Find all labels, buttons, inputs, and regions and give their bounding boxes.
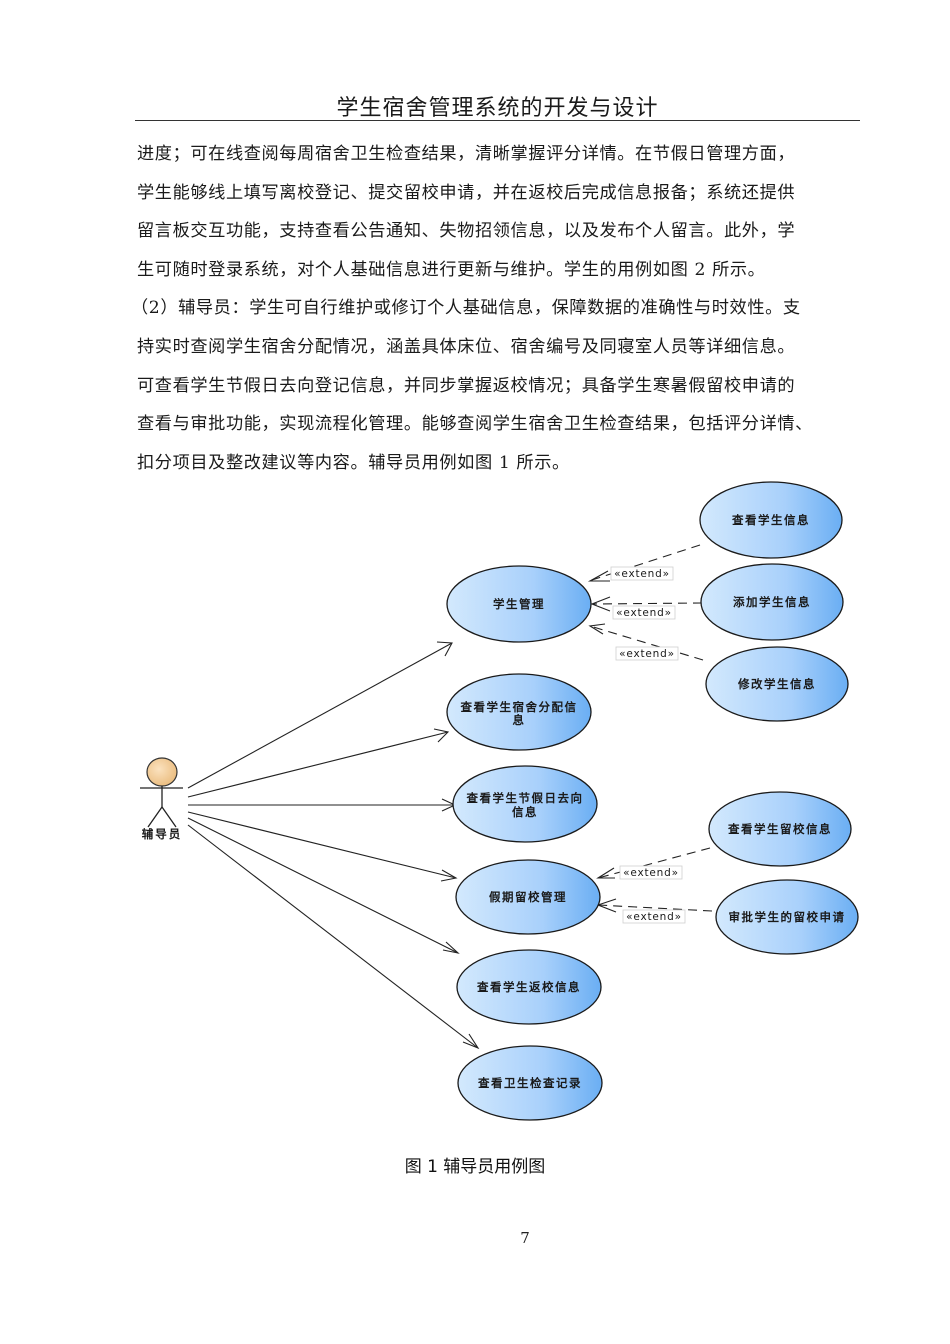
use-case-view-stay-info: 查看学生留校信息 [708, 791, 852, 867]
use-case-view-hygiene-records: 查看卫生检查记录 [457, 1045, 603, 1121]
use-case-add-student-info: 添加学生信息 [700, 563, 844, 641]
use-case-modify-student-info: 修改学生信息 [705, 646, 849, 722]
running-header-title: 学生宿舍管理系统的开发与设计 [336, 96, 659, 121]
actor-head [146, 757, 178, 787]
svg-text:查看学生信息: 查看学生信息 [731, 513, 810, 527]
svg-text:查看学生节假日去向: 查看学生节假日去向 [466, 791, 584, 805]
body-text-line: 生可随时登录系统，对个人基础信息进行更新与维护。学生的用例如图 2 所示。 [137, 260, 766, 280]
svg-text:查看卫生检查记录: 查看卫生检查记录 [477, 1076, 582, 1090]
body-text-line: 查看与审批功能，实现流程化管理。能够查阅学生宿舍卫生检查结果，包括评分详情、 [137, 414, 813, 434]
svg-text:审批学生的留校申请: 审批学生的留校申请 [729, 910, 846, 924]
svg-text:信息: 信息 [512, 805, 538, 819]
svg-text:查看学生宿舍分配信: 查看学生宿舍分配信 [460, 700, 578, 714]
use-case-holiday-stay-management: 假期留校管理 [455, 859, 601, 935]
use-case-view-holiday-whereabouts: 查看学生节假日去向 信息 [452, 765, 598, 843]
header-rule [135, 120, 860, 121]
figure-caption: 图 1 辅导员用例图 [404, 1157, 546, 1177]
extend-label: «extend» [614, 568, 670, 580]
extend-label: «extend» [623, 867, 679, 879]
use-case-view-student-info: 查看学生信息 [699, 481, 843, 559]
page-number: 7 [520, 1229, 530, 1247]
actor-counselor: 辅导员 [140, 757, 183, 841]
body-text-line: 可查看学生节假日去向登记信息，并同步掌握返校情况；具备学生寒暑假留校申请的 [137, 376, 796, 396]
body-text-line: 持实时查阅学生宿舍分配情况，涵盖具体床位、宿舍编号及同寝室人员等详细信息。 [137, 337, 796, 357]
extend-labels: «extend» «extend» «extend» «extend» «ext… [610, 566, 686, 924]
svg-text:添加学生信息: 添加学生信息 [733, 595, 811, 609]
body-text-line: 留言板交互功能，支持查看公告通知、失物招领信息，以及发布个人留言。此外，学 [137, 221, 796, 241]
use-case-approve-stay-application: 审批学生的留校申请 [715, 879, 859, 955]
svg-text:查看学生返校信息: 查看学生返校信息 [476, 980, 581, 994]
extend-label: «extend» [626, 911, 682, 923]
use-case-student-management: 学生管理 [446, 565, 592, 643]
body-text-line: 学生能够线上填写离校登记、提交留校申请，并在返校后完成信息报备；系统还提供 [137, 183, 796, 203]
actor-label: 辅导员 [142, 827, 183, 841]
body-text-line: 扣分项目及整改建议等内容。辅导员用例如图 1 所示。 [137, 453, 570, 473]
extend-dependencies [587, 544, 713, 913]
extend-label: «extend» [619, 648, 675, 660]
body-text-line: 进度；可在线查阅每周宿舍卫生检查结果，清晰掌握评分详情。在节假日管理方面， [137, 144, 796, 164]
extend-label: «extend» [616, 607, 672, 619]
association-arrows [187, 641, 480, 1050]
svg-text:修改学生信息: 修改学生信息 [737, 677, 816, 691]
use-case-view-dorm-allocation: 查看学生宿舍分配信 息 [446, 673, 592, 751]
svg-text:息: 息 [513, 713, 526, 727]
svg-text:查看学生留校信息: 查看学生留校信息 [727, 822, 832, 836]
svg-text:假期留校管理: 假期留校管理 [489, 890, 567, 904]
svg-text:学生管理: 学生管理 [493, 597, 545, 611]
use-case-view-return-info: 查看学生返校信息 [456, 949, 602, 1025]
body-text-line: （2）辅导员：学生可自行维护或修订个人基础信息，保障数据的准确性与时效性。支 [131, 298, 801, 318]
